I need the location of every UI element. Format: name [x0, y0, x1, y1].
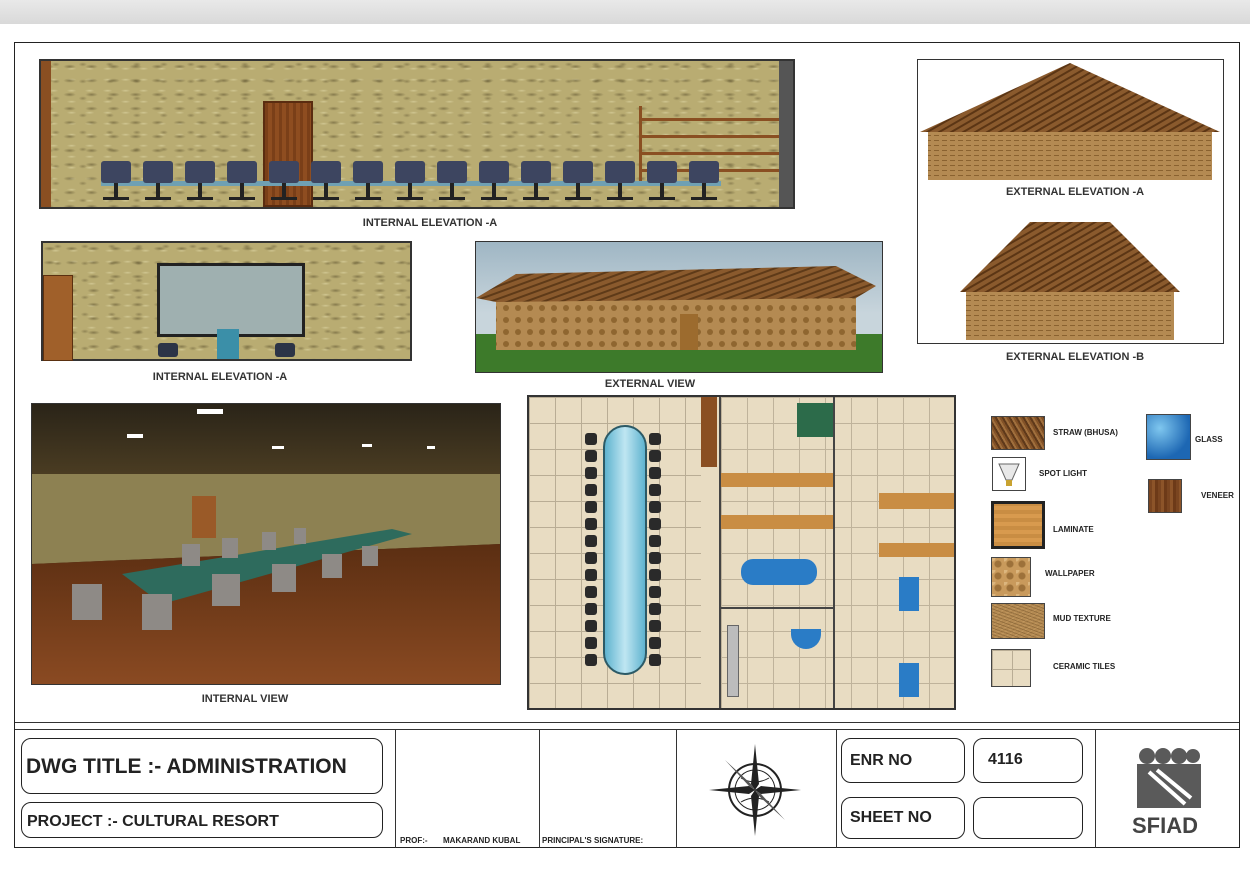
internal-view-render: [31, 403, 501, 685]
legend-swatch-straw: [991, 416, 1045, 450]
chair-icon: [101, 161, 131, 203]
sheet-value-box: [973, 797, 1083, 839]
chair-icon: [563, 161, 593, 203]
caption-internal-elevation-a-left: INTERNAL ELEVATION -A: [152, 371, 288, 383]
sfiad-logo: SFIAD: [1125, 746, 1205, 838]
principal-signature-label: PRINCIPAL'S SIGNATURE:: [542, 836, 644, 845]
enr-value-box: 4116: [973, 738, 1083, 783]
legend-swatch-spotlight: [992, 457, 1026, 491]
legend-label-veneer: VENEER: [1201, 491, 1234, 500]
project-box: PROJECT :- CULTURAL RESORT: [21, 802, 383, 838]
plan-chair-icon: [585, 552, 597, 564]
plan-chair-icon: [585, 535, 597, 547]
plan-chair-icon: [585, 484, 597, 496]
drawing-sheet: INTERNAL ELEVATION -A INTERNAL ELEVATION…: [14, 42, 1240, 848]
project-name: PROJECT :- CULTURAL RESORT: [27, 813, 279, 830]
chair-icon: [689, 161, 719, 203]
plan-chair-icon: [585, 450, 597, 462]
legend-label-glass: GLASS: [1195, 435, 1223, 444]
dwg-title-box: DWG TITLE :- ADMINISTRATION: [21, 738, 383, 794]
chair-icon: [185, 161, 215, 203]
external-view-render: [475, 241, 883, 373]
prof-label: PROF:-: [400, 836, 428, 845]
chair-icon: [311, 161, 341, 203]
plan-chair-icon: [585, 433, 597, 445]
plan-chair-icon: [649, 535, 661, 547]
plan-chair-icon: [585, 467, 597, 479]
dwg-title: DWG TITLE :- ADMINISTRATION: [26, 755, 347, 778]
plan-chair-icon: [585, 637, 597, 649]
logo-text: SFIAD: [1132, 813, 1198, 838]
chair-icon: [521, 161, 551, 203]
plan-chair-icon: [649, 450, 661, 462]
plan-chair-icon: [649, 552, 661, 564]
legend-swatch-glass: [1146, 414, 1191, 460]
plan-chair-icon: [649, 484, 661, 496]
legend-label-spotlight: SPOT LIGHT: [1039, 469, 1087, 478]
legend-label-straw: STRAW (BHUSA): [1053, 428, 1118, 437]
legend-swatch-mud: [991, 603, 1045, 639]
plan-chair-icon: [585, 569, 597, 581]
title-block-divider: [15, 722, 1239, 723]
plan-chair-icon: [649, 603, 661, 615]
sheet-label: SHEET NO: [850, 809, 932, 826]
plan-chair-icon: [649, 637, 661, 649]
chair-icon: [605, 161, 635, 203]
legend-label-laminate: LAMINATE: [1053, 525, 1094, 534]
plan-chair-icon: [585, 603, 597, 615]
chair-icon: [143, 161, 173, 203]
legend-label-wallpaper: WALLPAPER: [1045, 569, 1095, 578]
chair-icon: [227, 161, 257, 203]
plan-chair-icon: [649, 654, 661, 666]
plan-chair-icon: [585, 620, 597, 632]
spot-light-icon: [998, 463, 1020, 486]
chair-icon: [353, 161, 383, 203]
plan-chair-icon: [649, 620, 661, 632]
legend-label-tiles: CERAMIC TILES: [1053, 662, 1116, 671]
plan-chair-icon: [585, 586, 597, 598]
enr-label-box: ENR NO: [841, 738, 965, 783]
enr-value: 4116: [988, 751, 1023, 768]
plan-chair-icon: [649, 467, 661, 479]
plan-chair-icon: [649, 518, 661, 530]
plan-chair-icon: [649, 433, 661, 445]
plan-chair-icon: [585, 654, 597, 666]
external-elevations-frame: [917, 59, 1224, 344]
caption-external-elevation-b: EXTERNAL ELEVATION -B: [1005, 351, 1145, 363]
plan-chair-icon: [649, 501, 661, 513]
plan-chair-icon: [649, 569, 661, 581]
internal-elevation-a-screen: [41, 241, 412, 361]
title-block: DWG TITLE :- ADMINISTRATION PROJECT :- C…: [15, 729, 1239, 848]
floor-plan: [527, 395, 956, 710]
internal-elevation-a-top: [39, 59, 795, 209]
legend-swatch-wallpaper: [991, 557, 1031, 597]
chair-icon: [395, 161, 425, 203]
legend-swatch-laminate: [991, 501, 1045, 549]
legend-swatch-veneer: [1148, 479, 1182, 513]
plan-chair-icon: [649, 586, 661, 598]
plan-chair-icon: [585, 518, 597, 530]
caption-external-view: EXTERNAL VIEW: [604, 378, 696, 390]
sheet-label-box: SHEET NO: [841, 797, 965, 839]
legend-label-mud: MUD TEXTURE: [1053, 614, 1111, 623]
viewer-top-bar: [0, 0, 1250, 24]
plan-chair-icon: [585, 501, 597, 513]
chair-icon: [269, 161, 299, 203]
chair-icon: [479, 161, 509, 203]
legend-swatch-tiles: [991, 649, 1031, 687]
caption-internal-view: INTERNAL VIEW: [201, 693, 289, 705]
caption-external-elevation-a: EXTERNAL ELEVATION -A: [1005, 186, 1145, 198]
chair-icon: [437, 161, 467, 203]
caption-internal-elevation-a-top: INTERNAL ELEVATION -A: [362, 217, 498, 229]
prof-name: MAKARAND KUBAL: [443, 836, 521, 845]
compass-rose-icon: [709, 744, 801, 836]
chair-icon: [647, 161, 677, 203]
enr-label: ENR NO: [850, 752, 913, 769]
